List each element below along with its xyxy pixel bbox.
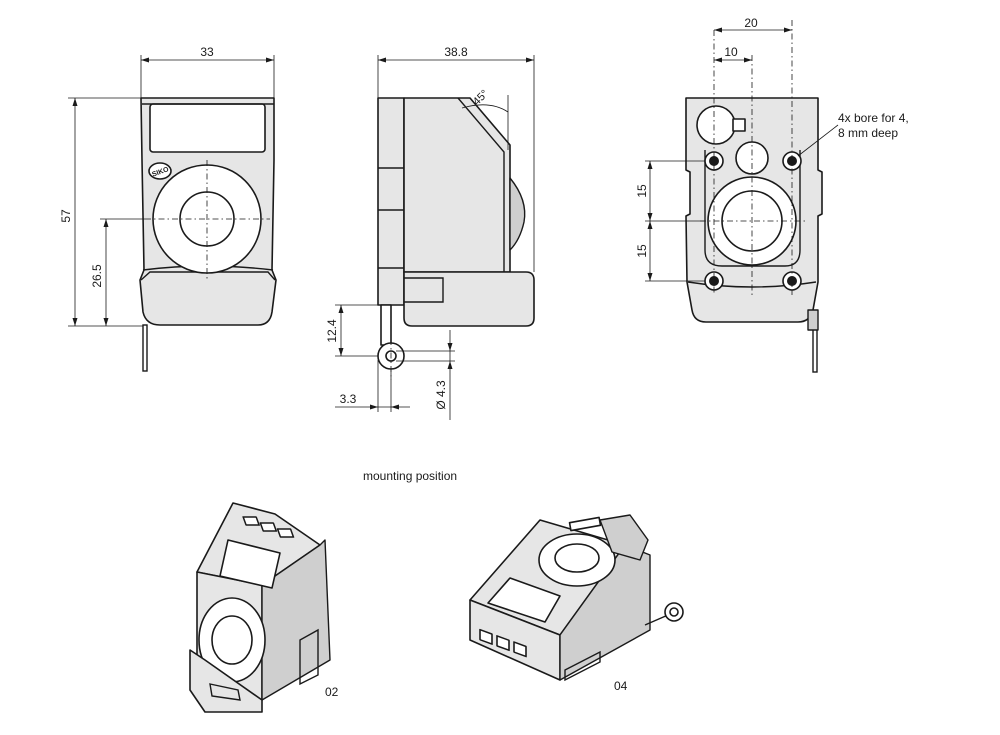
dim-back-outer: 20 <box>744 16 758 30</box>
side-knob <box>509 177 526 251</box>
dim-back-upper: 15 <box>635 184 649 198</box>
bores-note-line2: 8 mm deep <box>838 126 898 140</box>
dim-back-lower: 15 <box>635 244 649 258</box>
bores-note-line1: 4x bore for 4, <box>838 111 909 125</box>
pos02-label: 02 <box>325 685 339 699</box>
pos02-display <box>219 539 281 589</box>
back-keyhole <box>696 105 736 145</box>
mounting-position-02: 02 <box>189 502 339 713</box>
dim-lug-hole: Ø 4.3 <box>434 380 448 410</box>
pos04-display <box>487 577 561 623</box>
back-small-circle <box>735 141 769 175</box>
dim-lug-height: 12.4 <box>325 319 339 343</box>
pos04-knob-inner <box>554 543 600 573</box>
dim-lug-offset: 3.3 <box>340 392 357 406</box>
front-view: SIKO 33 57 26.5 <box>59 45 277 372</box>
pos02-knob-inner <box>211 615 253 665</box>
dim-back-inner: 10 <box>724 45 738 59</box>
dim-front-height: 57 <box>59 209 73 223</box>
siko-logo <box>148 162 172 180</box>
dim-front-axis-height: 26.5 <box>90 264 104 288</box>
dim-side-depth: 38.8 <box>444 45 468 59</box>
dim-front-width: 33 <box>200 45 214 59</box>
front-display-window <box>149 103 266 153</box>
side-view: 38.8 45° 12.4 3.3 Ø 4.3 <box>325 45 535 420</box>
back-view: 20 10 15 15 4x bore for 4, 8 mm deep <box>635 16 909 373</box>
back-keyhole-slot <box>732 118 746 132</box>
side-lug-stem <box>380 304 392 346</box>
side-base <box>403 271 535 327</box>
side-rear-plate <box>377 97 405 306</box>
side-body <box>403 97 511 273</box>
front-cable-pin <box>142 324 148 372</box>
mounting-heading: mounting position <box>363 469 457 483</box>
pos04-label: 04 <box>614 679 628 693</box>
mounting-position-04: 04 <box>469 514 684 693</box>
